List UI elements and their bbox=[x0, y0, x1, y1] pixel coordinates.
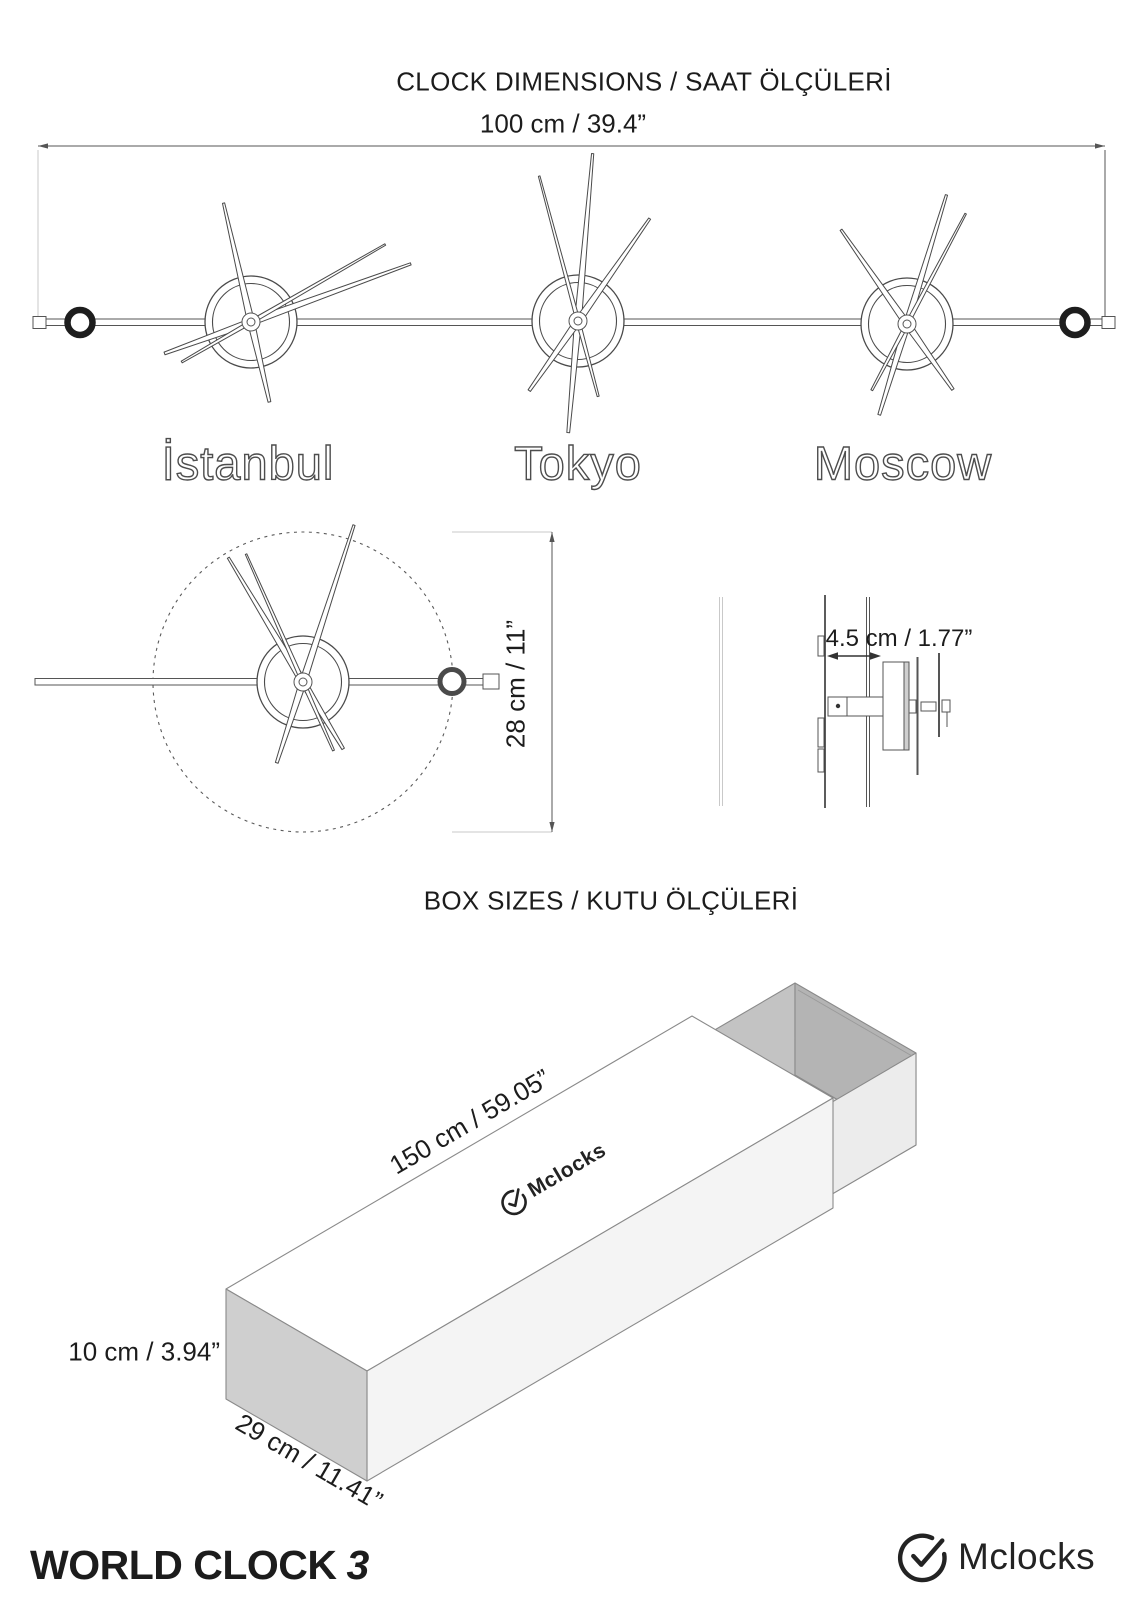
wall-clock-moscow bbox=[839, 194, 967, 416]
clock-diameter-detail bbox=[34, 524, 555, 833]
clock-section-title: CLOCK DIMENSIONS / SAAT ÖLÇÜLERİ bbox=[396, 66, 892, 97]
box-outer-sleeve bbox=[225, 1015, 834, 1482]
width-dimension-label: 100 cm / 39.4” bbox=[479, 108, 647, 139]
mclocks-check-icon bbox=[897, 1533, 947, 1583]
box-height-label: 10 cm / 3.94” bbox=[68, 1336, 220, 1367]
wall-clock-istanbul bbox=[163, 202, 412, 403]
product-name: WORLD CLOCK bbox=[30, 1542, 337, 1588]
wall-clock-tokyo bbox=[527, 153, 652, 434]
diameter-dimension-label: 28 cm / 11” bbox=[500, 619, 531, 749]
city-label-tokyo: Tokyo bbox=[513, 436, 642, 490]
rail-ring-right bbox=[1059, 306, 1091, 339]
diameter-dimension-lines bbox=[452, 531, 555, 833]
top-width-dimension-lines bbox=[37, 143, 1106, 320]
city-label-moscow: Moscow bbox=[813, 436, 993, 490]
product-number: 3 bbox=[346, 1542, 370, 1588]
depth-dimension-lines bbox=[827, 652, 881, 660]
city-label-istanbul: İstanbul bbox=[161, 436, 335, 490]
box-brand-logo: Mclocks bbox=[494, 1137, 611, 1222]
footer-brand-logo: Mclocks bbox=[895, 1530, 1095, 1584]
box-section-title: BOX SIZES / KUTU ÖLÇÜLERİ bbox=[423, 885, 799, 916]
footer-brand-text: Mclocks bbox=[958, 1536, 1096, 1577]
side-depth-view bbox=[719, 595, 951, 808]
rail-ring-left bbox=[64, 306, 96, 339]
mclocks-check-icon bbox=[501, 1188, 527, 1216]
depth-dimension-label: 4.5 cm / 1.77” bbox=[825, 625, 973, 652]
